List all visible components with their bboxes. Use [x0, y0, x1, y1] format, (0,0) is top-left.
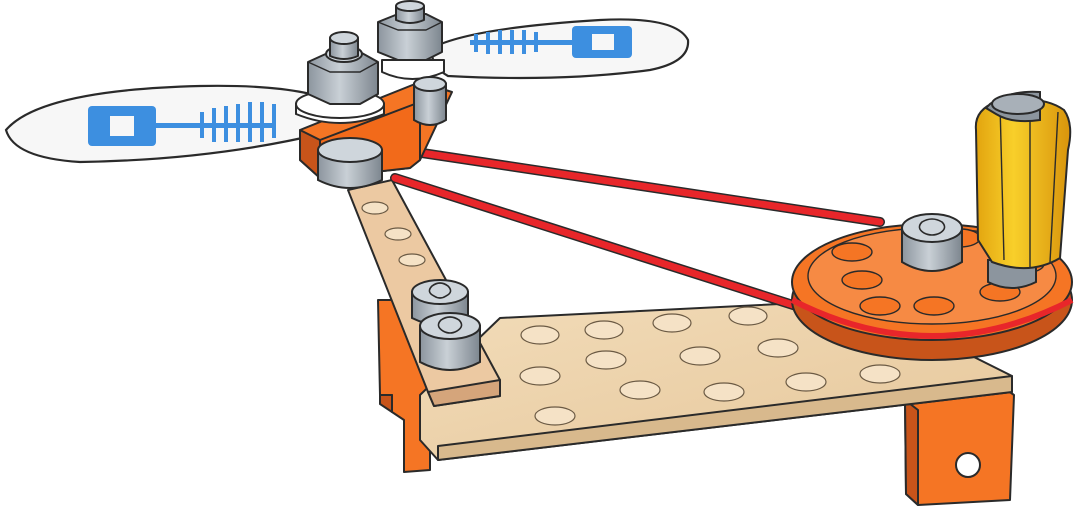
hub-lower-bolt — [317, 137, 383, 189]
blade-marking — [88, 102, 276, 146]
propeller-blade-right — [430, 18, 690, 80]
propeller-blade-left — [4, 84, 342, 164]
leg-hole — [955, 452, 981, 478]
hex-nut — [377, 0, 445, 80]
yellow-crank-handle — [974, 90, 1072, 289]
pulley-bolt — [901, 213, 963, 272]
flower-head-bolt — [918, 218, 946, 236]
flower-head-bolt — [437, 316, 463, 334]
arm-strip-holes — [361, 201, 426, 267]
hub-right-bolt — [413, 76, 447, 126]
base-plate-holes — [519, 306, 901, 426]
blade-marking — [470, 26, 632, 58]
arm-bolt-lower — [419, 312, 481, 371]
orange-right-leg — [904, 384, 1015, 506]
hex-nut — [307, 31, 379, 105]
propeller-blade-icon — [430, 18, 690, 80]
flower-head-bolt — [428, 282, 452, 299]
